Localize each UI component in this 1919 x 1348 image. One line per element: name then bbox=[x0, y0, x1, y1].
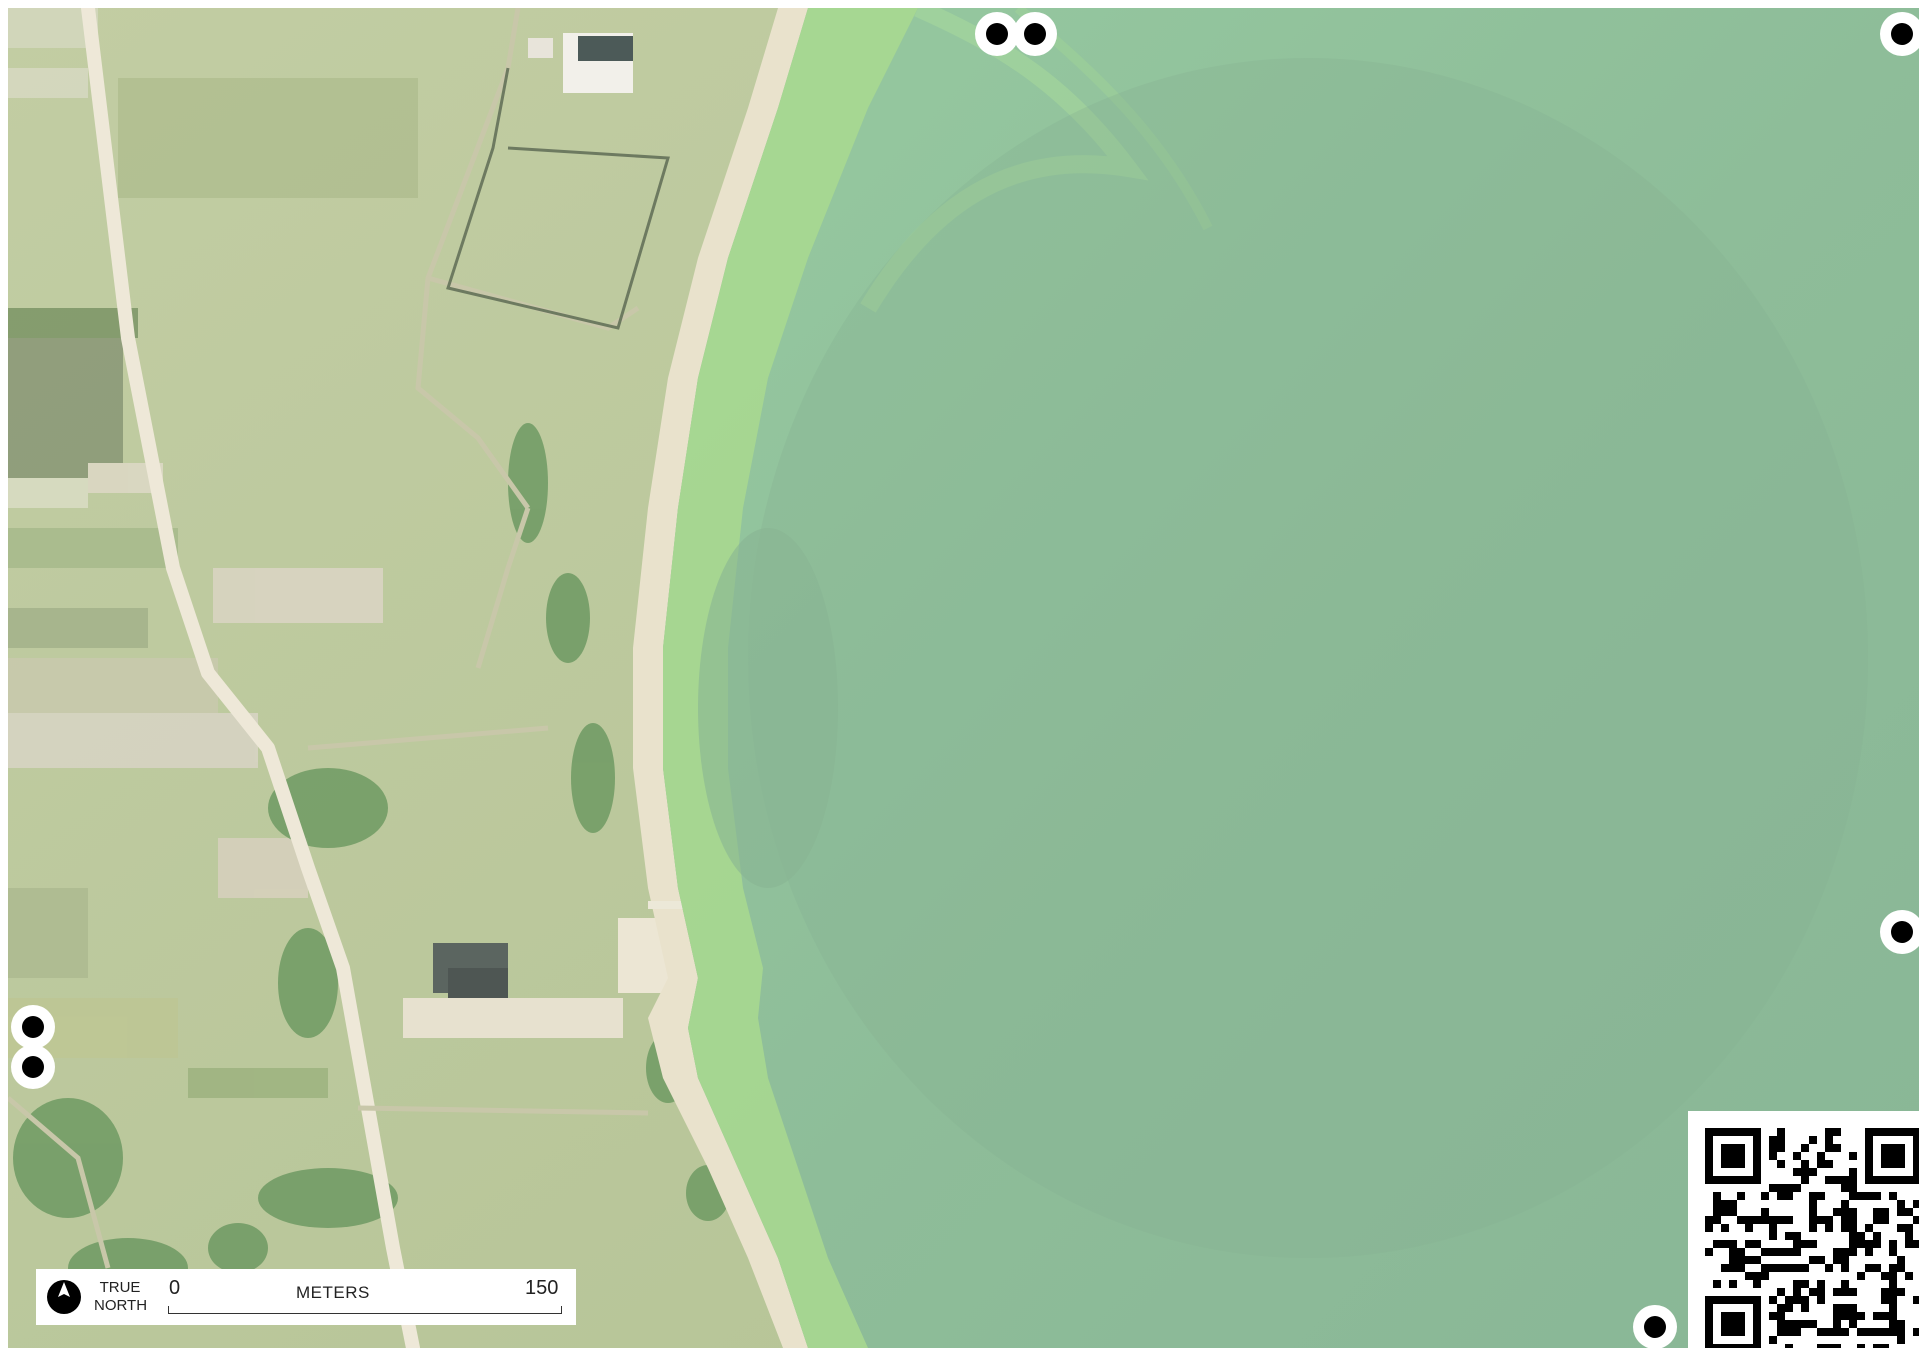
map-marker-3[interactable] bbox=[1880, 12, 1919, 56]
north-arrow-icon bbox=[47, 1280, 81, 1314]
aerial-map[interactable] bbox=[8, 8, 1919, 1348]
north-label-line1: TRUE bbox=[99, 1279, 141, 1296]
fence-line bbox=[446, 67, 670, 330]
map-marker-1[interactable] bbox=[975, 12, 1019, 56]
true-north-label: TRUE NORTH bbox=[94, 1279, 148, 1315]
map-marker-2[interactable] bbox=[1013, 12, 1057, 56]
qr-code-icon bbox=[1705, 1128, 1919, 1348]
map-marker-4[interactable] bbox=[1880, 910, 1919, 954]
qr-code-panel[interactable] bbox=[1688, 1111, 1919, 1348]
shoreline-algae bbox=[663, 8, 918, 1348]
field-patches bbox=[8, 8, 418, 1098]
water-body bbox=[663, 8, 1919, 1348]
aerial-imagery bbox=[8, 8, 1919, 1348]
main-road bbox=[81, 8, 420, 1348]
dirt-tracks bbox=[8, 8, 649, 1269]
scale-units-label: METERS bbox=[296, 1283, 370, 1302]
scale-end-label: 150 bbox=[525, 1277, 559, 1299]
north-label-line2: NORTH bbox=[94, 1297, 148, 1314]
beach-strip bbox=[633, 8, 808, 1348]
map-marker-7[interactable] bbox=[1633, 1305, 1677, 1348]
scale-bar-line bbox=[168, 1306, 562, 1314]
scale-start-label: 0 bbox=[169, 1277, 181, 1299]
map-marker-6[interactable] bbox=[11, 1045, 55, 1089]
map-marker-5[interactable] bbox=[11, 1005, 55, 1049]
scale-bar-panel: TRUE NORTH 0 METERS 150 bbox=[36, 1269, 576, 1325]
